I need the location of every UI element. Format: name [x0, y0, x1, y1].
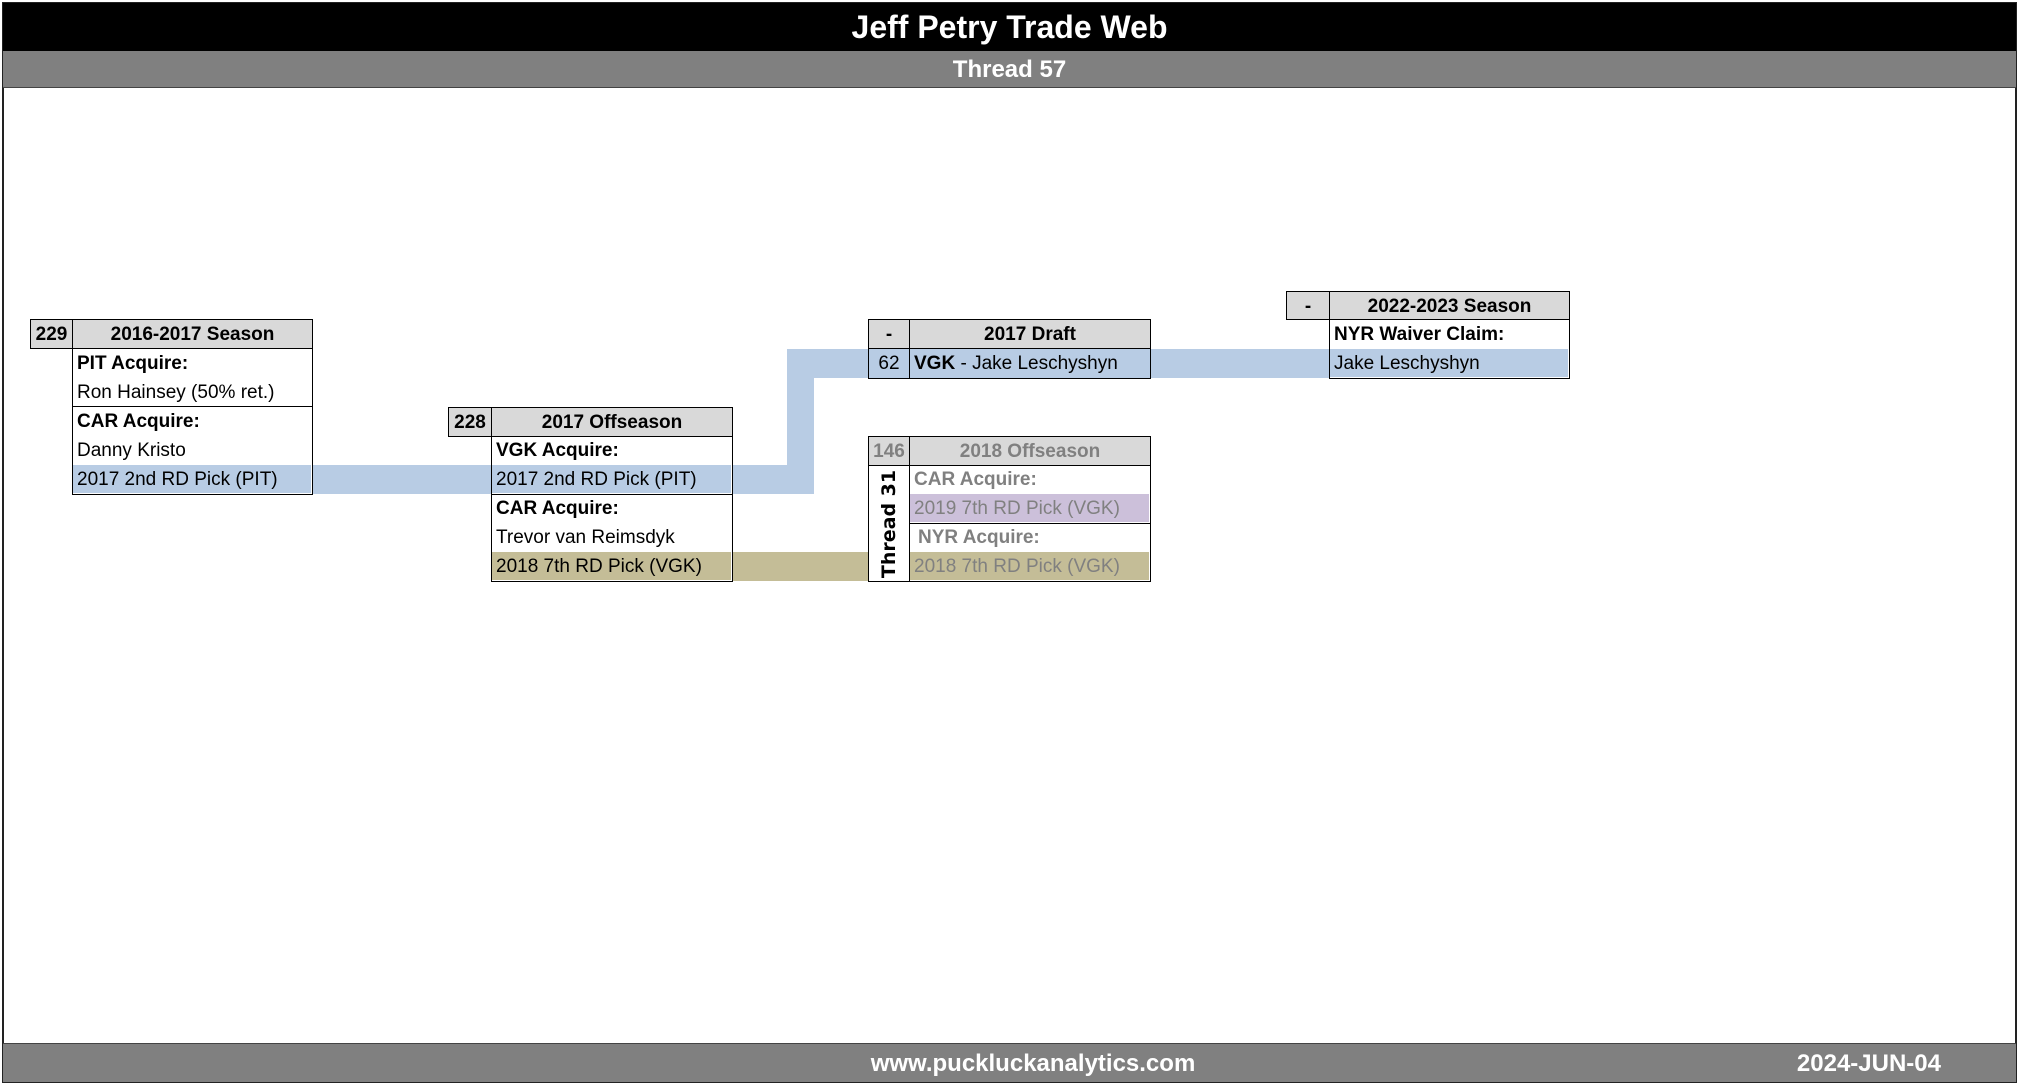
- website-link[interactable]: www.puckluckanalytics.com: [870, 1050, 1196, 1077]
- connector-blue: [313, 465, 491, 494]
- trade-number: 146: [868, 436, 910, 466]
- acquire-label: CAR Acquire:: [914, 469, 1037, 490]
- team: VGK: [914, 353, 956, 374]
- asset: Jake Leschyshyn: [1330, 349, 1568, 377]
- asset: Danny Kristo: [77, 440, 186, 461]
- acquire-label: CAR Acquire:: [496, 498, 619, 519]
- acquire-label: CAR Acquire:: [77, 411, 200, 432]
- player: - Jake Leschyshyn: [955, 353, 1118, 374]
- trade-header: 2022-2023 Season: [1329, 291, 1570, 320]
- connector-blue: [787, 349, 868, 378]
- acquire-label: NYR Waiver Claim:: [1334, 324, 1505, 345]
- asset: 2019 7th RD Pick (VGK): [910, 494, 1149, 522]
- pick-number: 62: [868, 348, 910, 379]
- connector-tan: [733, 552, 868, 581]
- acquire-label: PIT Acquire:: [77, 353, 189, 374]
- thread-link[interactable]: Thread 31: [878, 469, 901, 578]
- asset: Trevor van Reimsdyk: [496, 527, 675, 548]
- asset: Ron Hainsey (50% ret.): [77, 382, 275, 403]
- trade-number: 229: [30, 319, 73, 349]
- asset: 2018 7th RD Pick (VGK): [492, 552, 731, 580]
- draft-selection: VGK - Jake Leschyshyn: [909, 348, 1151, 379]
- trade-header: 2018 Offseason: [909, 436, 1151, 466]
- trade-header: 2016-2017 Season: [72, 319, 313, 349]
- connector-blue: [1151, 349, 1329, 378]
- acquire-label: VGK Acquire:: [496, 440, 619, 461]
- asset: 2018 7th RD Pick (VGK): [910, 552, 1149, 580]
- asset: 2017 2nd RD Pick (PIT): [73, 465, 311, 493]
- acquire-label: NYR Acquire:: [918, 527, 1040, 548]
- trade-number: -: [868, 319, 910, 349]
- trade-header: 2017 Draft: [909, 319, 1151, 349]
- asset: 2017 2nd RD Pick (PIT): [492, 465, 731, 493]
- trade-header: 2017 Offseason: [491, 407, 733, 437]
- date: 2024-JUN-04: [1796, 1050, 1941, 1077]
- trade-number: -: [1286, 291, 1330, 320]
- trade-number: 228: [448, 407, 492, 437]
- page-title: Jeff Petry Trade Web: [3, 3, 2016, 51]
- footer: www.puckluckanalytics.com 2024-JUN-04: [3, 1043, 2016, 1082]
- subtitle: Thread 57: [3, 51, 2016, 88]
